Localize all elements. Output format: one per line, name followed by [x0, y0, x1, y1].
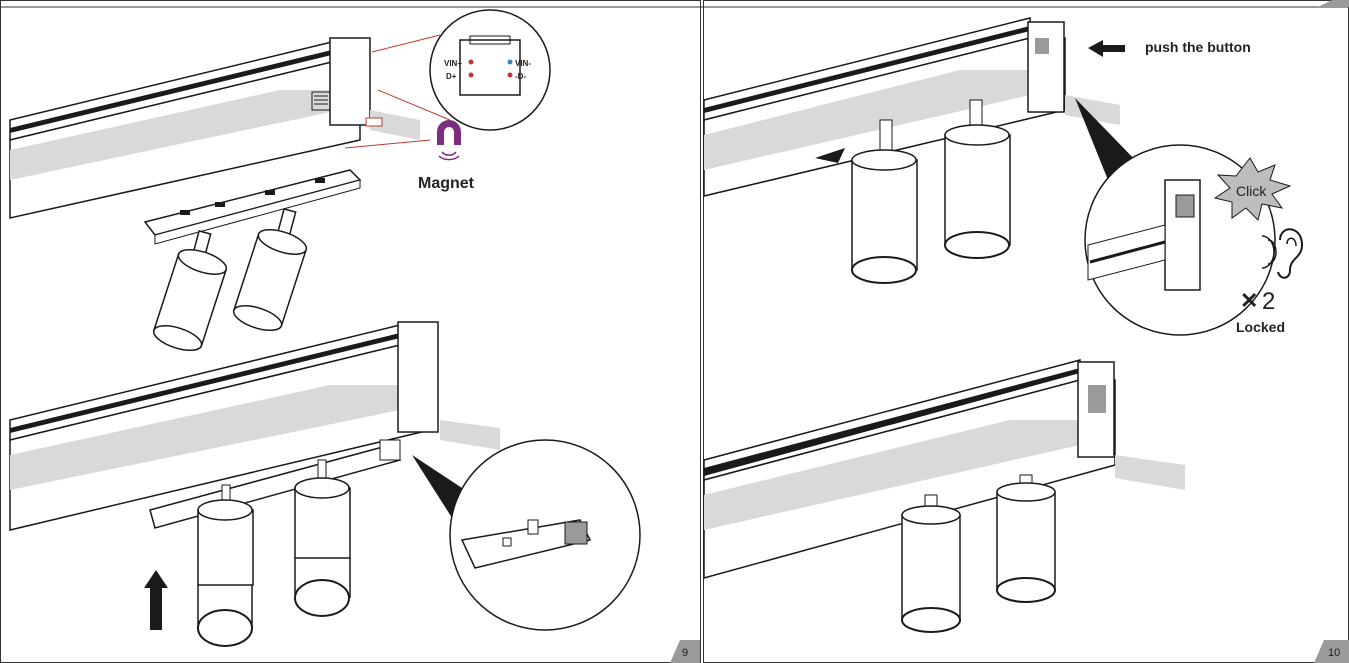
- top-corner-tab: [1318, 0, 1349, 7]
- top-track-right: [703, 17, 1120, 284]
- label-d-plus: D+: [446, 72, 457, 81]
- page-number-9: 9: [682, 647, 688, 659]
- label-d-minus: -D-: [515, 72, 526, 81]
- end-cap-detail: [412, 439, 641, 631]
- arrow-left-icon: [1088, 40, 1125, 57]
- bottom-track-left: [9, 321, 500, 647]
- arrow-up-icon: [144, 570, 168, 630]
- magnet-icon: [344, 120, 461, 161]
- page-number-10: 10: [1328, 647, 1340, 659]
- ear-icon: [1261, 228, 1304, 279]
- magnet-label: Magnet: [418, 175, 475, 192]
- times-count: 2: [1262, 288, 1275, 315]
- times-icon: ✕: [1240, 288, 1258, 313]
- locked-label: Locked: [1236, 319, 1285, 335]
- label-vin-minus: VIN-: [515, 59, 531, 68]
- page-tab-9: [670, 640, 700, 663]
- page-tab-10: [1314, 640, 1349, 663]
- click-label: Click: [1236, 183, 1267, 199]
- floating-light-module: [143, 169, 362, 352]
- bottom-track-right: [703, 359, 1185, 633]
- click-burst-icon: [1213, 157, 1292, 221]
- top-track: [9, 37, 420, 219]
- connector-detail: VIN+ D+ VIN- -D-: [371, 9, 551, 131]
- label-vin-plus: VIN+: [444, 59, 462, 68]
- push-button-label: push the button: [1145, 39, 1251, 55]
